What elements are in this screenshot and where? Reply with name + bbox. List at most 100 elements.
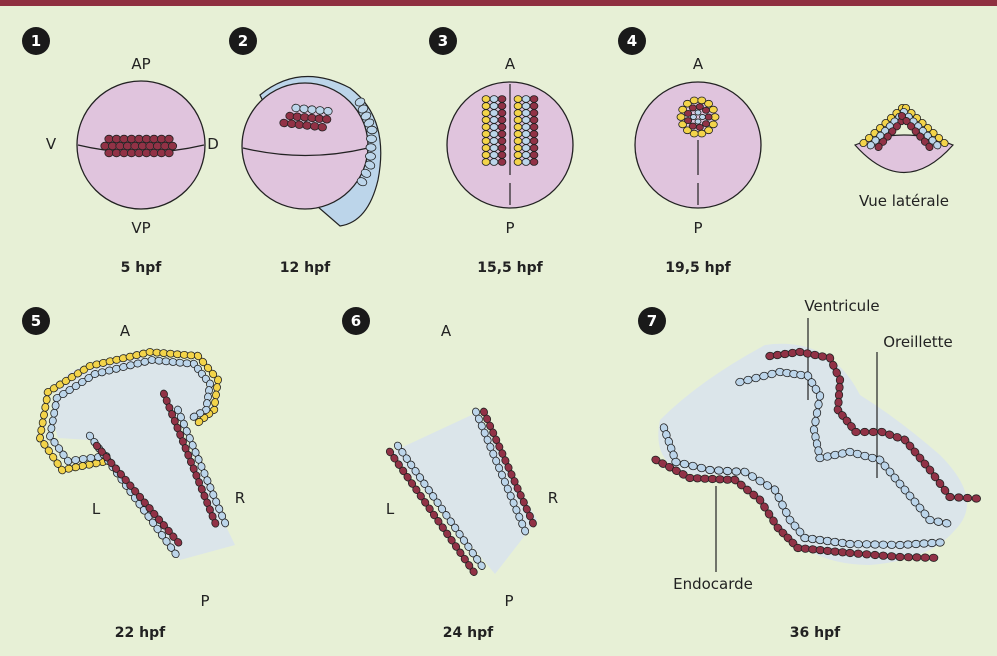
stage-7-endocardium-label: Endocarde <box>673 575 753 593</box>
cell <box>514 131 522 138</box>
cell <box>514 145 522 152</box>
cell <box>482 131 490 138</box>
cell <box>929 554 938 562</box>
cell <box>315 106 324 114</box>
cell <box>482 110 490 117</box>
cell <box>887 552 896 560</box>
cell <box>482 117 490 124</box>
cell <box>963 494 972 502</box>
cell <box>530 145 538 152</box>
cell <box>41 403 49 412</box>
cell <box>490 131 498 138</box>
cell <box>723 467 732 475</box>
cell <box>522 138 530 145</box>
cell <box>691 114 697 119</box>
cell <box>846 540 855 548</box>
cell <box>490 159 498 166</box>
stage-6-label-top: A <box>441 322 452 340</box>
cell <box>514 138 522 145</box>
cell <box>530 131 538 138</box>
stage-5-label-bottom: P <box>200 592 209 610</box>
cell <box>709 106 717 113</box>
cell <box>307 105 316 113</box>
cell <box>695 119 701 124</box>
cell <box>367 126 377 134</box>
stage-5-label-right: R <box>235 489 245 507</box>
stage-3-label-bottom: P <box>505 219 514 237</box>
cell <box>689 123 696 129</box>
stage-1-label-bottom: VP <box>131 219 150 237</box>
cell <box>291 104 300 112</box>
cell <box>482 103 490 110</box>
cell <box>530 117 538 124</box>
cell <box>213 383 221 392</box>
cell <box>366 135 376 143</box>
cell <box>490 138 498 145</box>
stage-4-lateral-view-label: Vue latérale <box>859 192 949 210</box>
cell <box>490 96 498 103</box>
cell <box>732 468 741 476</box>
cell <box>879 552 888 560</box>
cell <box>366 143 376 151</box>
cell <box>79 455 88 463</box>
cell <box>903 541 912 549</box>
cell <box>854 550 863 558</box>
cell <box>954 494 963 502</box>
stage-1-cells-row1 <box>105 135 173 143</box>
cell <box>911 540 920 548</box>
cell <box>482 96 490 103</box>
cell <box>498 110 506 117</box>
svg-text:3: 3 <box>438 32 448 50</box>
stage-4-badge: 4 <box>618 27 646 55</box>
stage-2-embryo <box>242 83 368 209</box>
cell <box>698 130 706 137</box>
cell <box>490 117 498 124</box>
cell <box>895 541 904 549</box>
cell <box>498 103 506 110</box>
cell <box>43 395 51 404</box>
cell <box>696 124 703 130</box>
svg-text:2: 2 <box>238 32 248 50</box>
stage-5-label-top: A <box>120 322 131 340</box>
cell <box>522 110 530 117</box>
stage-6-badge: 6 <box>342 307 370 335</box>
cell <box>862 541 871 549</box>
cell <box>935 539 944 547</box>
cell <box>871 541 880 549</box>
stage-4-label-bottom: P <box>693 219 702 237</box>
cell <box>530 152 538 159</box>
cell <box>522 103 530 110</box>
cell <box>482 145 490 152</box>
cell <box>482 124 490 131</box>
cell <box>852 428 861 435</box>
cell <box>690 97 698 104</box>
cell <box>299 105 308 113</box>
cell <box>689 105 696 111</box>
cell <box>211 398 219 407</box>
cell <box>945 493 954 501</box>
cell <box>530 138 538 145</box>
cell <box>71 456 80 464</box>
cell <box>47 424 55 433</box>
stage-4-caption: 19,5 hpf <box>665 260 731 276</box>
cell <box>482 138 490 145</box>
cell <box>165 149 173 157</box>
cell <box>37 426 45 435</box>
cell <box>514 103 522 110</box>
cell <box>522 117 530 124</box>
cell <box>705 466 714 474</box>
svg-text:4: 4 <box>627 32 637 50</box>
cell <box>482 159 490 166</box>
cell <box>695 110 701 115</box>
cell <box>322 115 331 123</box>
stage-6-caption: 24 hpf <box>443 625 494 641</box>
cell <box>522 159 530 166</box>
cell <box>530 159 538 166</box>
stage-1-caption: 5 hpf <box>121 260 163 276</box>
cell <box>714 467 723 475</box>
cell <box>498 159 506 166</box>
cell <box>514 124 522 131</box>
cell <box>677 114 685 121</box>
cell <box>168 142 176 150</box>
